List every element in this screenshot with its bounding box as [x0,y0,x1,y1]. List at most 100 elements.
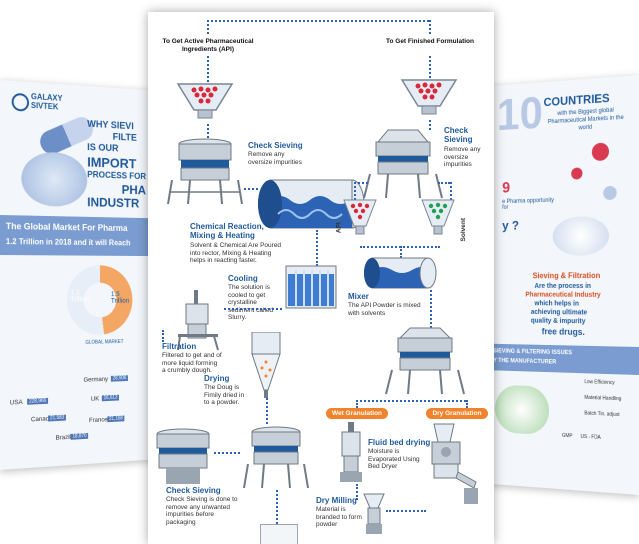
formulation-hopper [400,79,458,115]
connector-l4 [316,230,318,266]
mixer-title: Mixer [348,292,369,301]
dry-milling-text: Material is branded to form powder [316,506,362,528]
cooling-tank [285,265,337,309]
check-sieving-2-text: Check Sieving is done to remove any unwa… [166,496,238,526]
brand-logo [11,92,30,112]
cooling-text: The solution is cooled to get crystallin… [228,284,274,321]
solvent-hopper [421,199,455,235]
value-5: 21,168 [107,415,125,423]
connector-r9 [356,400,358,408]
connector-l1 [207,56,209,82]
chem-title: Chemical Reaction, Mixing & Heating [190,222,264,240]
bottom-container [260,524,298,544]
virus-icon [591,142,609,162]
connector-r10 [466,400,468,408]
country-3: UK [90,395,100,403]
drying-text: The Doug is Fimily dried in to a powder. [204,384,245,406]
question-text: y ? [502,217,519,233]
wet-granulation-button[interactable]: Wet Granulation [326,408,388,419]
api-hopper [176,83,234,119]
sieving-line-6: free drugs. [541,326,585,337]
dry-granulation-button[interactable]: Dry Granulation [426,408,488,419]
value-3: 16,613 [101,394,120,402]
sieving-line-5: quality & impurity [530,317,586,326]
connector-r6 [400,246,402,258]
donut-label-a: 1.2 Trillion [70,289,90,304]
partial-text: e Pharma opportunity for [502,197,554,211]
dry-milling-title: Dry Milling [316,496,357,505]
headline-7: INDUSTR [87,194,140,211]
connector-l9 [276,490,278,544]
connector-r4h [438,182,450,184]
fluid-bed-title: Fluid bed drying [368,438,431,447]
filtration-text: Filtered to get and of more liquid formi… [162,352,222,374]
dry-mill [363,493,385,534]
countries-title: COUNTRIES [543,91,610,110]
check-sieving-2-title: Check Sieving [166,486,221,495]
country-1: Germany [83,375,108,384]
connector-l6 [162,330,164,342]
left-infographic-card: GALAXY SIVTEK WHY SIEVI FILTE IS OUR IMP… [0,80,158,470]
issue-item-3: Batch Tin. adjust [584,410,620,419]
market-subtitle: 1.2 Trillion in 2018 and it will Reach [5,237,131,248]
sieving-line-4: achieving ultimate [530,309,588,317]
connector-r12 [386,510,426,512]
connector-l3 [244,188,258,190]
connector-r1 [429,56,431,78]
market-title: The Global Market For Pharma [5,221,128,233]
value-6: 18,870 [70,432,89,440]
molecule-image [552,215,609,256]
top-connector-right [429,20,431,34]
issue-item-5: US - FDA [580,433,601,441]
virus-icon-3 [603,185,617,201]
connector-l7 [266,398,268,424]
check-sieving-r-title: Check Sieving [444,126,473,144]
connector-r4 [450,182,452,200]
connector-r8 [356,400,466,402]
top-connector-left [207,20,209,34]
value-2: 228,966 [27,397,49,405]
big-number: 10 [496,86,543,140]
mixer-tank [364,257,437,289]
logo-text-2: SIVTEK [30,100,59,112]
sieving-line-3: which helps in [534,300,579,308]
process-flow-card: To Get Active Pharmaceutical Ingredients… [148,12,494,544]
connector-l2 [207,124,209,138]
donut-label-b: 1.5 Trillion [110,291,130,305]
connector-r3 [354,182,356,200]
sieving-title: Sieving & Filtration [532,271,601,281]
api-header: To Get Active Pharmaceutical Ingredients… [162,38,254,53]
filtration-unit [177,290,219,351]
capsule-stack [495,384,550,436]
formulation-header: To Get Finished Formulation [386,38,474,45]
check-sieve-machine-2 [156,428,210,484]
connector-r11 [356,484,358,500]
check-sieve-machine-1 [167,138,243,205]
dry-granulator [431,423,478,504]
country-2: USA [9,398,23,407]
api-label: API [335,222,343,234]
sieve-machine-r2 [385,327,465,395]
drying-title: Drying [204,374,230,383]
fluid-bed-text: Moisture is Evaporated Using Bed Dryer [368,448,420,470]
donut-caption: GLOBAL MARKET [85,339,124,346]
chem-text: Solvent & Chemical Are Poured into recto… [190,242,282,264]
check-sieve-machine-r [363,129,443,199]
headline-4: IMPORT [87,153,137,172]
api-ingredient-hopper [343,199,377,235]
right-infographic-card: 10 COUNTRIES with the Biggest global Pha… [489,75,639,495]
check-sieving-r-text: Remove any oversize impurities [444,146,481,168]
issue-item-2: Material Handling [584,394,622,403]
headline-1: WHY SIEVI [87,118,134,133]
sieving-line-2: Pharmaceutical Industry [525,291,601,299]
check-sieving-1-text: Remove any oversize impurities [248,151,302,166]
country-6: Brazil [55,433,71,442]
solvent-label: Solvent [459,218,467,242]
sieving-line-1: Are the process in [534,283,591,290]
issue-item-1: Low Efficiency [584,379,615,387]
fluid-bed-dryer [340,422,362,482]
connector-r7 [430,290,432,328]
value-1: 28,906 [110,375,129,382]
virus-icon-2 [571,167,583,180]
headline-2: FILTE [112,131,137,144]
